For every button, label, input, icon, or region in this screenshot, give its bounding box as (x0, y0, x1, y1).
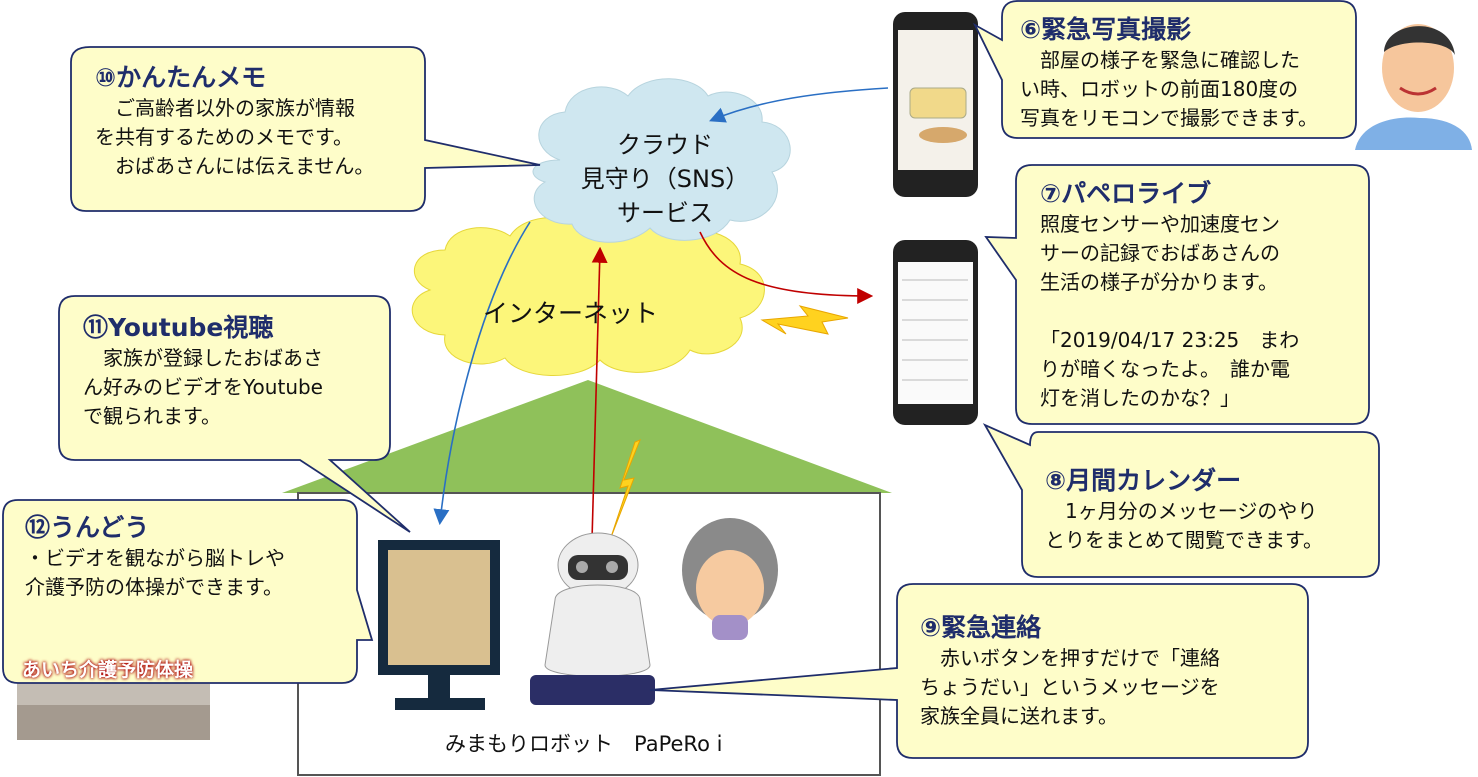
callout-shapes (2, 0, 1380, 759)
internet-cloud (411, 216, 765, 376)
callout-body: ・ビデオを観ながら脳トレや 介護予防の体操ができます。 (25, 546, 285, 599)
robot-icon (530, 532, 655, 705)
arrow-cloud-to-tv (433, 221, 531, 526)
lightning-icon (760, 305, 849, 335)
exercise-video-caption: あいち介護予防体操 (22, 659, 194, 681)
callout-emergency-contact: ⑨緊急連絡 赤いボタンを押すだけで「連絡 ちょうだい」というメッセージを 家族全… (920, 612, 1300, 731)
callout-c11-shape (58, 295, 411, 533)
callout-c8-shape (982, 423, 1380, 578)
callout-title: ⑦パペロライブ (1040, 179, 1212, 208)
callout-title: ⑫うんどう (25, 513, 150, 542)
callout-c10-shape (70, 46, 541, 212)
smartphone-icon (893, 12, 978, 197)
callout-title: ⑩かんたんメモ (95, 63, 267, 92)
callout-title: ⑧月間カレンダー (1045, 466, 1242, 495)
smartphone-icon (893, 240, 978, 425)
callout-c12-shape (2, 499, 374, 684)
internet-label: インターネット (483, 299, 659, 328)
callout-youtube: ⑪Youtube視聴 家族が登録したおばあさ ん好みのビデオをYoutube で… (83, 312, 383, 431)
callout-body: 照度センサーや加速度セン サーの記録でおばあさんの 生活の様子が分かります。 「… (1040, 212, 1300, 410)
callout-body: 部屋の様子を緊急に確認した い時、ロボットの前面180度の 写真をリモコンで撮影… (1020, 48, 1318, 130)
tv-monitor-icon (378, 540, 500, 710)
callout-c9-shape (649, 583, 1309, 759)
callout-papero-live: ⑦パペロライブ 照度センサーや加速度セン サーの記録でおばあさんの 生活の様子が… (1040, 178, 1360, 413)
callout-body: 1ヶ月分のメッセージのやり とりをまとめて閲覧できます。 (1045, 499, 1323, 552)
callout-body: 赤いボタンを押すだけで「連絡 ちょうだい」というメッセージを 家族全員に送れます… (920, 646, 1220, 728)
callout-title: ⑥緊急写真撮影 (1020, 15, 1192, 44)
callout-title: ⑪Youtube視聴 (83, 313, 274, 342)
grandmother-icon (682, 518, 778, 640)
arrow-phone-to-cloud (709, 87, 889, 123)
callout-monthly-calendar: ⑧月間カレンダー 1ヶ月分のメッセージのやり とりをまとめて閲覧できます。 (1045, 465, 1375, 555)
robot-label: みまもりロボット PaPeRo i (445, 732, 723, 756)
callout-body: ご高齢者以外の家族が情報 を共有するためのメモです。 おばあさんには伝えません。 (95, 96, 375, 178)
callout-c7-shape (984, 164, 1370, 425)
family-man-icon (1355, 24, 1472, 150)
arrow-robot-to-cloud (591, 246, 608, 541)
lightning-icon (609, 439, 641, 541)
house-roof (282, 380, 892, 493)
callout-body: 家族が登録したおばあさ ん好みのビデオをYoutube で観られます。 (83, 346, 323, 428)
callout-c6-shape (972, 0, 1357, 139)
cloud-service-label: クラウド 見守り（SNS） サービス (580, 131, 750, 227)
callout-memo: ⑩かんたんメモ ご高齢者以外の家族が情報 を共有するためのメモです。 おばあさん… (95, 62, 415, 181)
arrow-cloud-to-phone (699, 231, 874, 304)
callout-title: ⑨緊急連絡 (920, 613, 1042, 642)
callout-exercise: ⑫うんどう ・ビデオを観ながら脳トレや 介護予防の体操ができます。 (25, 512, 355, 602)
callout-emergency-photo: ⑥緊急写真撮影 部屋の様子を緊急に確認した い時、ロボットの前面180度の 写真… (1020, 14, 1350, 133)
